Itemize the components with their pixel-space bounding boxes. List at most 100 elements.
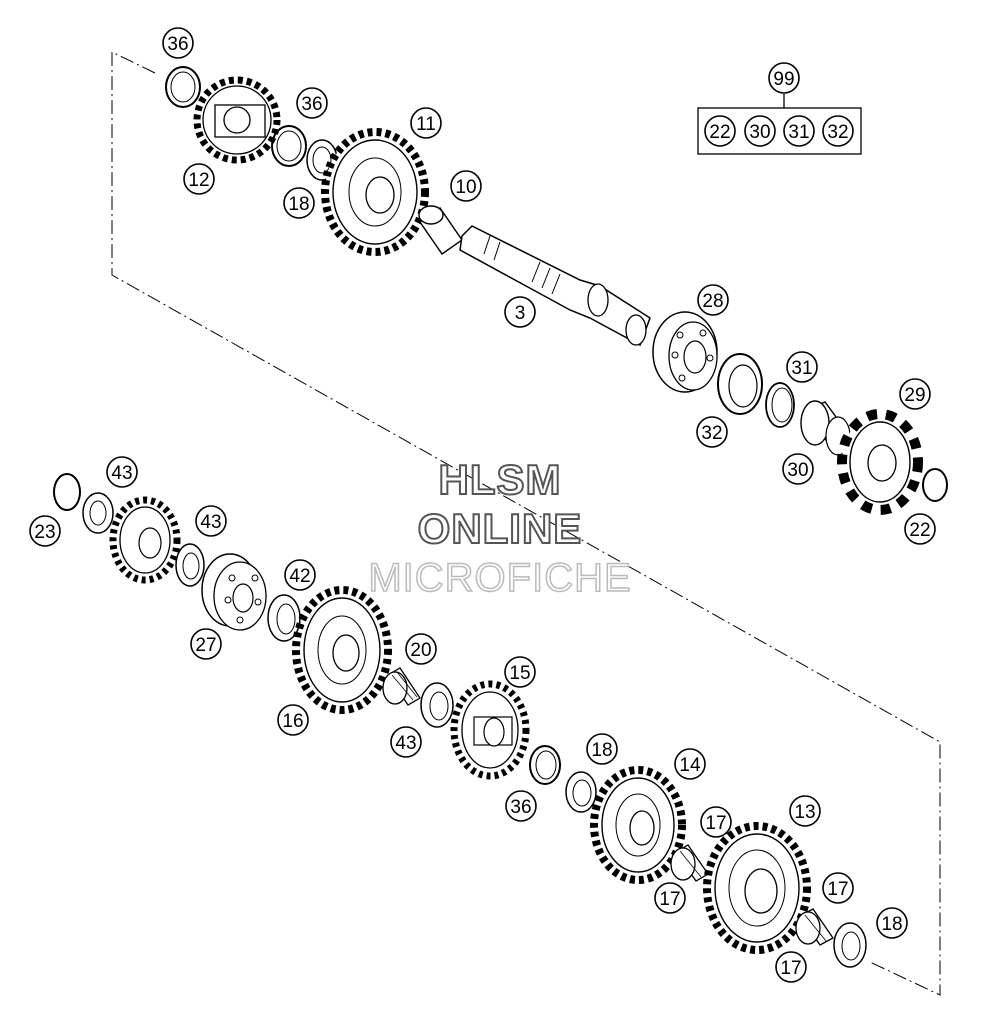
svg-text:15: 15 (509, 663, 530, 684)
watermark-line-3: MICROFICHE (368, 555, 632, 601)
washer-part[interactable] (565, 771, 597, 813)
shaft-seal-part[interactable] (717, 353, 763, 415)
callout-31[interactable]: 31 (786, 351, 818, 383)
main-shaft-part[interactable] (459, 225, 651, 347)
part-callouts: 36 12 36 18 11 10 3 28 31 32 29 30 22 43… (29, 27, 936, 983)
svg-text:22: 22 (709, 122, 730, 143)
washer-part[interactable] (82, 492, 114, 534)
svg-text:20: 20 (410, 640, 431, 661)
needle-bearing-part[interactable] (382, 667, 421, 706)
svg-text:3: 3 (515, 303, 526, 324)
svg-text:30: 30 (749, 122, 770, 143)
gear-part[interactable] (109, 496, 181, 584)
kit-member-callout[interactable]: 32 (822, 115, 854, 147)
svg-text:22: 22 (909, 520, 930, 541)
svg-text:31: 31 (788, 122, 809, 143)
svg-text:23: 23 (34, 522, 55, 543)
callout-36[interactable]: 36 (296, 87, 328, 119)
watermark-line-2: ONLINE (417, 504, 583, 553)
svg-text:99: 99 (773, 69, 794, 90)
callout-13[interactable]: 13 (789, 795, 821, 827)
svg-text:18: 18 (881, 914, 902, 935)
callout-28[interactable]: 28 (697, 284, 729, 316)
callout-17[interactable]: 17 (822, 872, 854, 904)
svg-text:43: 43 (111, 463, 132, 484)
needle-bearing-part[interactable] (795, 908, 834, 946)
svg-text:17: 17 (827, 879, 848, 900)
spacer-part[interactable] (800, 400, 852, 456)
gear-11-part[interactable] (321, 128, 429, 256)
svg-text:43: 43 (200, 512, 221, 533)
callout-36[interactable]: 36 (505, 790, 537, 822)
callout-3[interactable]: 3 (504, 296, 536, 328)
callout-14[interactable]: 14 (674, 748, 706, 780)
callout-15[interactable]: 15 (504, 656, 536, 688)
svg-text:18: 18 (288, 194, 309, 215)
callout-17[interactable]: 17 (654, 882, 686, 914)
svg-text:31: 31 (791, 358, 812, 379)
gear-16-part[interactable] (292, 586, 392, 714)
svg-text:30: 30 (787, 460, 808, 481)
bushing-part[interactable] (418, 205, 463, 255)
callout-17[interactable]: 17 (700, 806, 732, 838)
kit-callout[interactable]: 99 (768, 62, 800, 94)
svg-text:27: 27 (195, 635, 216, 656)
svg-text:28: 28 (702, 291, 723, 312)
svg-text:36: 36 (301, 94, 322, 115)
callout-27[interactable]: 27 (190, 628, 222, 660)
callout-11[interactable]: 11 (410, 107, 442, 139)
svg-text:36: 36 (510, 797, 531, 818)
bearing-part[interactable] (652, 311, 718, 393)
circlip-part[interactable] (529, 745, 561, 785)
callout-10[interactable]: 10 (450, 170, 482, 202)
circlip-part[interactable] (922, 468, 948, 502)
callout-18[interactable]: 18 (586, 733, 618, 765)
circlip-part[interactable] (53, 473, 81, 511)
callout-29[interactable]: 29 (899, 378, 931, 410)
callout-20[interactable]: 20 (405, 633, 437, 665)
kit-member-callout[interactable]: 30 (744, 115, 776, 147)
circlip-part[interactable] (271, 125, 307, 167)
washer-part[interactable] (833, 922, 867, 968)
callout-42[interactable]: 42 (284, 559, 316, 591)
svg-text:11: 11 (416, 114, 436, 135)
kit-member-callout[interactable]: 22 (704, 115, 736, 147)
svg-text:42: 42 (289, 566, 310, 587)
circlip-part[interactable] (165, 66, 201, 108)
callout-22[interactable]: 22 (904, 513, 936, 545)
callout-16[interactable]: 16 (277, 704, 309, 736)
svg-text:14: 14 (679, 755, 701, 776)
bearing-part[interactable] (201, 553, 267, 631)
svg-text:32: 32 (701, 423, 722, 444)
needle-bearing-part[interactable] (670, 844, 709, 882)
gear-14-part[interactable] (590, 766, 686, 884)
gear-15-part[interactable] (450, 680, 530, 780)
svg-text:13: 13 (794, 802, 815, 823)
callout-18[interactable]: 18 (876, 907, 908, 939)
gear-12-part[interactable] (193, 76, 281, 164)
svg-text:32: 32 (827, 122, 848, 143)
washer-part[interactable] (175, 543, 205, 587)
callout-43[interactable]: 43 (390, 726, 422, 758)
callout-12[interactable]: 12 (183, 163, 215, 195)
callout-32[interactable]: 32 (696, 416, 728, 448)
assembly-boundary (111, 51, 941, 996)
svg-text:36: 36 (167, 34, 188, 55)
washer-part[interactable] (267, 594, 301, 642)
sprocket-part[interactable] (837, 409, 923, 515)
o-ring-part[interactable] (765, 382, 795, 428)
svg-text:17: 17 (659, 889, 680, 910)
washer-part[interactable] (420, 682, 454, 728)
callout-43[interactable]: 43 (195, 505, 227, 537)
callout-30[interactable]: 30 (782, 453, 814, 485)
callout-43[interactable]: 43 (106, 456, 138, 488)
gear-13-part[interactable] (703, 822, 811, 954)
callout-18[interactable]: 18 (283, 187, 315, 219)
svg-text:10: 10 (455, 177, 476, 198)
svg-text:18: 18 (591, 740, 612, 761)
callout-36[interactable]: 36 (162, 27, 194, 59)
callout-23[interactable]: 23 (29, 515, 61, 547)
kit-member-callout[interactable]: 31 (783, 115, 815, 147)
callout-17[interactable]: 17 (775, 951, 807, 983)
